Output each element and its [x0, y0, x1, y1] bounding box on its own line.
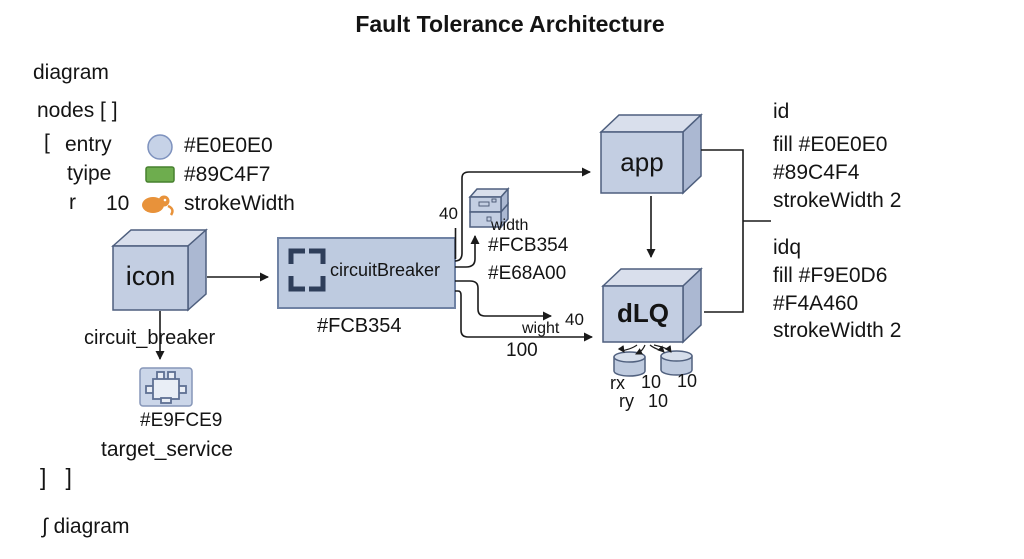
- ry-label: ry: [619, 391, 634, 411]
- icon-node-sublabel: circuit_breaker: [84, 327, 216, 349]
- id-stroke-line: strokeWidth 2: [773, 189, 902, 212]
- queue-cylinder-right: [660, 350, 693, 376]
- width-color-1: #FCB354: [488, 235, 569, 256]
- idq-fill-line: fill #F9E0D6: [773, 264, 888, 287]
- config-footer: ∫ diagram: [42, 515, 130, 538]
- idq-color-line: #F4A460: [773, 292, 859, 315]
- dlq-node-label: dLQ: [617, 298, 669, 328]
- wight-label: wight: [522, 320, 560, 337]
- config-row-tyipe-value: #89C4F7: [184, 163, 271, 186]
- edge-dlq-to-cyl2a: [649, 344, 665, 353]
- config-close-brackets: ] ]: [40, 464, 72, 490]
- green-rect-icon: [145, 166, 175, 183]
- edge-right-connector: [701, 149, 744, 313]
- target-service-chip-icon: [139, 367, 193, 407]
- frame-corners-icon: [288, 248, 326, 292]
- circuit-breaker-label: circuitBreaker: [330, 260, 441, 280]
- id-fill-line: fill #E0E0E0: [773, 133, 888, 156]
- circuit-breaker-color: #FCB354: [317, 315, 402, 337]
- icon-node-box: [111, 228, 208, 312]
- config-row-r-value: strokeWidth: [184, 192, 295, 215]
- edge-hundred-to-dlq: [455, 290, 593, 342]
- width-label: width: [491, 217, 529, 234]
- idq-group-title: idq: [773, 236, 802, 259]
- edge-wight: [455, 280, 552, 321]
- id-color-line: #89C4F4: [773, 161, 860, 184]
- edge-dlq-to-cyl1b: [635, 344, 646, 355]
- config-header-nodes: nodes [ ]: [37, 99, 118, 122]
- idq-stroke-line: strokeWidth 2: [773, 319, 902, 342]
- app-node-box: [599, 113, 703, 195]
- wight-value: 40: [565, 310, 584, 329]
- circuit-breaker-node-box: [277, 237, 456, 309]
- chip-sublabel: target_service: [101, 438, 233, 461]
- config-open-bracket: [: [44, 131, 50, 154]
- entry-circle-icon: [147, 134, 173, 160]
- config-row-entry-key: entry: [65, 133, 112, 156]
- edge-dlq-to-cyl1a: [617, 344, 638, 353]
- rx-value-2: 10: [677, 371, 698, 391]
- edge-dlq-to-cyl2b: [653, 344, 672, 353]
- gap-40-label: 40: [439, 204, 458, 223]
- chip-color: #E9FCE9: [140, 410, 223, 431]
- queue-cylinder-left: [613, 351, 646, 377]
- dlq-node-box: [601, 267, 703, 344]
- orange-blob-icon: [142, 195, 174, 216]
- ry-value: 10: [648, 391, 669, 411]
- config-header-diagram: diagram: [33, 61, 109, 84]
- id-group-title: id: [773, 100, 790, 123]
- config-row-entry-value: #E0E0E0: [184, 134, 273, 157]
- config-row-r-key: r: [69, 191, 76, 214]
- hundred-label: 100: [506, 340, 538, 361]
- page-title: Fault Tolerance Architecture: [355, 11, 665, 37]
- config-row-tyipe-key: tyipe: [67, 162, 112, 185]
- rx-value-1: 10: [641, 372, 662, 392]
- edge-circuitbreaker-to-app: [454, 167, 591, 262]
- rx-label: rx: [610, 373, 625, 393]
- config-row-r-extra: 10: [106, 192, 130, 215]
- icon-node-label: icon: [125, 261, 176, 291]
- edge-circuitbreaker-to-minibox: [455, 235, 480, 268]
- mini-stacked-box: [468, 187, 510, 229]
- width-color-2: #E68A00: [488, 263, 567, 284]
- app-node-label: app: [620, 147, 664, 177]
